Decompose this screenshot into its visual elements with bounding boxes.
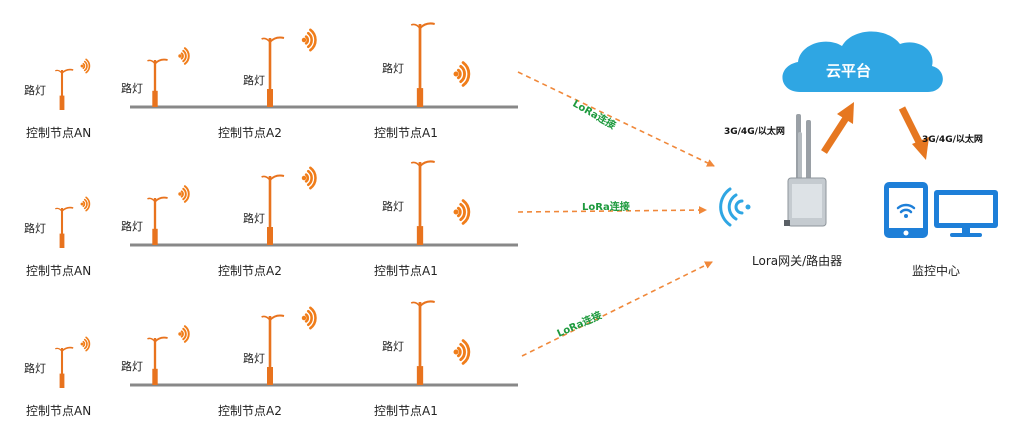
lamp-label-a2: 路灯 bbox=[243, 352, 265, 365]
node-label-a2: 控制节点A2 bbox=[218, 404, 282, 418]
lamp-label-an: 路灯 bbox=[24, 362, 46, 375]
signal-wave-icon bbox=[301, 28, 317, 52]
thick-arrow-up bbox=[821, 102, 854, 154]
street-lamp-icon bbox=[261, 36, 285, 107]
signal-wave-icon bbox=[178, 185, 190, 203]
signal-wave-icon bbox=[453, 61, 471, 87]
lamp-label-a2: 路灯 bbox=[243, 74, 265, 87]
node-label-a1: 控制节点A1 bbox=[374, 404, 438, 418]
wifi-icon bbox=[719, 187, 751, 227]
lora-arrow bbox=[517, 206, 707, 215]
monitor-label: 监控中心 bbox=[912, 264, 961, 278]
node-label-an: 控制节点AN bbox=[26, 264, 92, 278]
cloud-label: 云平台 bbox=[826, 62, 872, 80]
lora-link-label-middle: LoRa连接 bbox=[582, 202, 630, 213]
lamp-label-an: 路灯 bbox=[24, 84, 46, 97]
signal-wave-icon bbox=[80, 196, 91, 212]
street-lamp-icon bbox=[261, 174, 285, 245]
street-lamp-icon bbox=[261, 314, 285, 385]
lora-arrow bbox=[521, 261, 713, 357]
street-lamp-icon bbox=[55, 346, 74, 388]
signal-wave-icon bbox=[453, 339, 471, 365]
lamp-label-secondary: 路灯 bbox=[121, 82, 143, 95]
lamp-label-a1: 路灯 bbox=[382, 340, 404, 353]
thick-arrow-down bbox=[898, 106, 929, 160]
tablet-icon bbox=[884, 182, 928, 238]
lamp-label-a1: 路灯 bbox=[382, 200, 404, 213]
lamp-label-a1: 路灯 bbox=[382, 62, 404, 75]
lamp-label-secondary: 路灯 bbox=[121, 360, 143, 373]
street-lamp-icon bbox=[147, 58, 168, 107]
node-label-an: 控制节点AN bbox=[26, 126, 92, 140]
node-label-a1: 控制节点A1 bbox=[374, 126, 438, 140]
lamp-label-a2: 路灯 bbox=[243, 212, 265, 225]
router-icon bbox=[784, 114, 827, 227]
network-label-left: 3G/4G/以太网 bbox=[724, 127, 785, 137]
street-lamp-icon bbox=[55, 206, 74, 248]
signal-wave-icon bbox=[80, 58, 91, 74]
lamp-label-an: 路灯 bbox=[24, 222, 46, 235]
signal-wave-icon bbox=[301, 306, 317, 330]
street-lamp-icon bbox=[147, 196, 168, 245]
signal-wave-icon bbox=[453, 199, 471, 225]
signal-wave-icon bbox=[80, 336, 91, 352]
lamp-label-secondary: 路灯 bbox=[121, 220, 143, 233]
street-lamp-icon bbox=[410, 160, 435, 245]
signal-wave-icon bbox=[178, 325, 190, 343]
street-lamp-icon bbox=[55, 68, 74, 110]
signal-wave-icon bbox=[178, 47, 190, 65]
street-lamp-icon bbox=[147, 336, 168, 385]
street-lamp-icon bbox=[410, 22, 435, 107]
gateway-label: Lora网关/路由器 bbox=[752, 254, 843, 268]
cloud-icon bbox=[782, 31, 943, 92]
node-label-a2: 控制节点A2 bbox=[218, 126, 282, 140]
street-lamp-icon bbox=[410, 300, 435, 385]
lora-arrow bbox=[517, 71, 715, 167]
node-label-a2: 控制节点A2 bbox=[218, 264, 282, 278]
node-label-an: 控制节点AN bbox=[26, 404, 92, 418]
network-label-right: 3G/4G/以太网 bbox=[922, 135, 983, 145]
node-label-a1: 控制节点A1 bbox=[374, 264, 438, 278]
desktop-monitor-icon bbox=[934, 190, 998, 237]
signal-wave-icon bbox=[301, 166, 317, 190]
